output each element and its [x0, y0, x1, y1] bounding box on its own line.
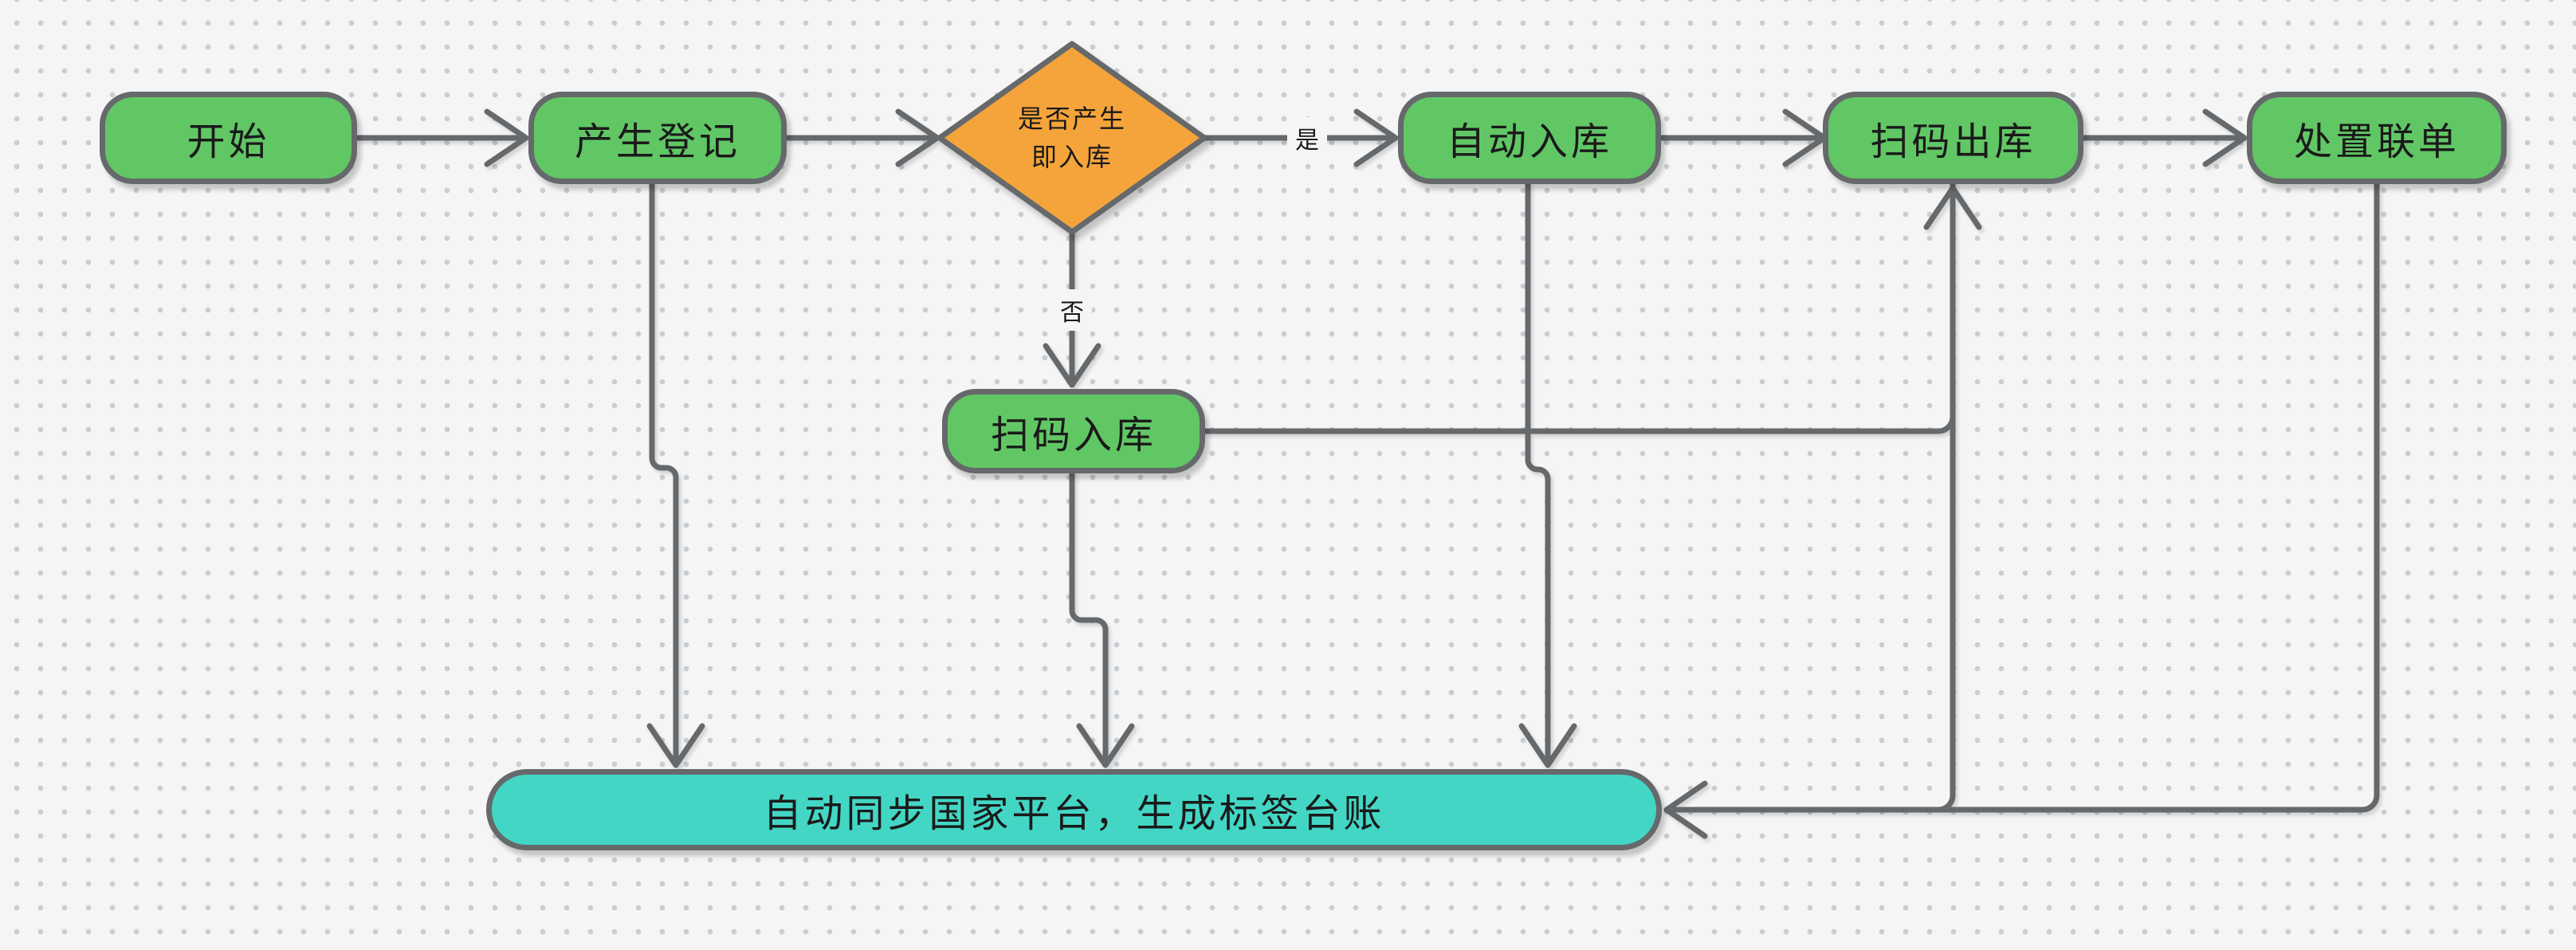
node-dispose-label: 处置联单	[2293, 120, 2460, 164]
arrowheads	[484, 108, 2248, 839]
edge-label-no: 否	[1052, 289, 1092, 331]
arrow-left-into-bar	[1663, 780, 1708, 839]
arrow-into-register	[484, 108, 529, 167]
node-scan-out-label: 扫码出库	[1870, 120, 2036, 164]
arrow-scanin-into-bar	[1076, 723, 1135, 768]
arrow-into-autoin	[1353, 108, 1399, 167]
edge-dispose-bar	[1935, 181, 2380, 813]
node-auto-in[interactable]: 自动入库	[1398, 92, 1661, 184]
node-register-label: 产生登记	[574, 120, 740, 164]
arrow-up-into-scanout	[1923, 185, 1982, 230]
edge-register-bar	[649, 181, 679, 765]
node-register[interactable]: 产生登记	[528, 92, 787, 184]
node-decision-shape[interactable]	[937, 41, 1208, 235]
edge-scanin-scanout	[1202, 188, 1956, 434]
arrow-into-dispose	[2202, 108, 2248, 167]
arrow-autoin-into-bar	[1518, 723, 1577, 768]
node-scan-in-label: 扫码入库	[990, 413, 1156, 457]
node-start[interactable]: 开始	[100, 92, 357, 184]
node-decision-label: 是否产生 即入库	[940, 44, 1204, 232]
decision-label-line2: 即入库	[1031, 142, 1113, 172]
node-start-label: 开始	[187, 120, 270, 164]
node-dispose[interactable]: 处置联单	[2247, 92, 2507, 184]
edge-label-yes: 是	[1287, 117, 1327, 159]
edge-scanin-bar	[1069, 470, 1109, 765]
edge-autoin-bar	[1525, 181, 1551, 765]
node-sync-bar-label: 自动同步国家平台，生成标签台账	[763, 791, 1385, 836]
arrow-into-scanin	[1043, 343, 1101, 388]
node-sync-bar[interactable]: 自动同步国家平台，生成标签台账	[486, 769, 1662, 850]
arrow-register-into-bar	[646, 723, 705, 768]
node-scan-in[interactable]: 扫码入库	[942, 389, 1205, 473]
node-scan-out[interactable]: 扫码出库	[1823, 92, 2083, 184]
edge-scanout-bar	[1667, 181, 1956, 813]
node-auto-in-label: 自动入库	[1446, 120, 1612, 164]
decision-label-line1: 是否产生	[1017, 104, 1126, 134]
